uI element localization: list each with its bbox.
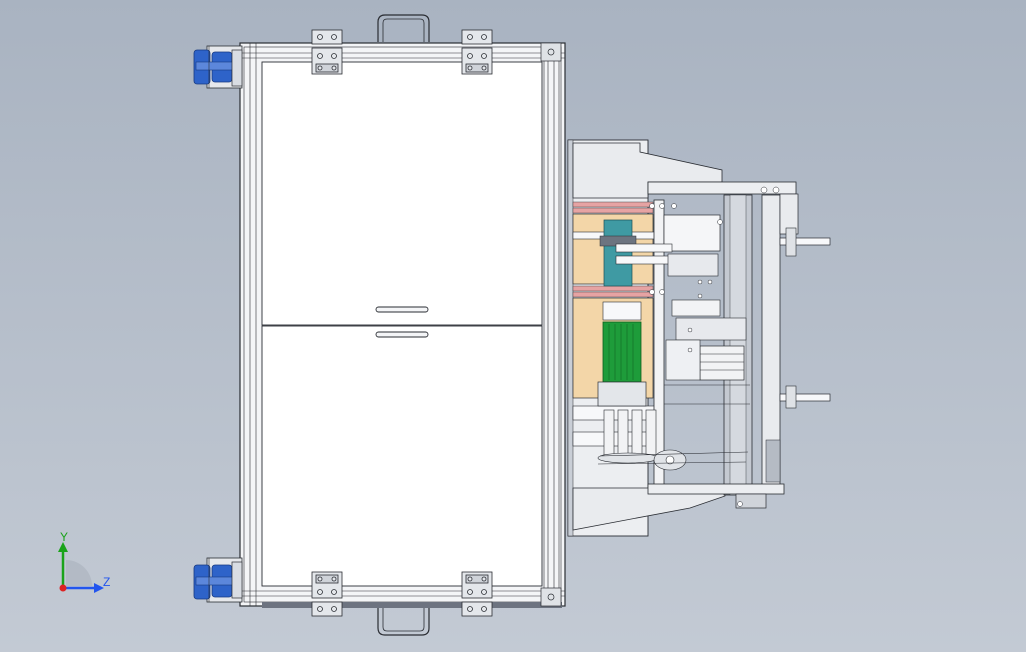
axis-triad: Y Z bbox=[58, 530, 110, 593]
lower-door-panel bbox=[261, 325, 543, 587]
upper-door-pull bbox=[375, 306, 429, 313]
z-axis-arrow bbox=[94, 583, 104, 593]
output-shaft-lower bbox=[779, 393, 831, 402]
upper-door-panel bbox=[261, 61, 543, 326]
clamp-bottom[interactable] bbox=[193, 557, 243, 603]
hinge-bottom-right bbox=[461, 571, 493, 617]
lower-motor bbox=[602, 321, 642, 383]
roller-assembly bbox=[597, 409, 749, 471]
hinge-top-right bbox=[461, 29, 493, 75]
output-shaft-upper bbox=[779, 237, 831, 246]
hinge-bottom-left bbox=[311, 571, 343, 617]
upper-motor bbox=[603, 219, 633, 287]
hinges bbox=[311, 29, 493, 617]
bottom-handle bbox=[377, 606, 430, 636]
top-handle bbox=[377, 14, 430, 42]
z-axis-label: Z bbox=[103, 575, 110, 589]
cabinet[interactable] bbox=[239, 14, 566, 636]
hinge-top-left bbox=[311, 29, 343, 75]
lower-door-pull bbox=[375, 331, 429, 338]
y-axis-label: Y bbox=[60, 530, 68, 544]
corner-brackets bbox=[540, 42, 562, 607]
axis-origin bbox=[59, 584, 67, 592]
clamp-top[interactable] bbox=[193, 45, 243, 89]
drive-mechanism[interactable] bbox=[567, 139, 831, 537]
y-axis-arrow bbox=[58, 542, 68, 552]
triad-z-arc bbox=[66, 560, 92, 586]
